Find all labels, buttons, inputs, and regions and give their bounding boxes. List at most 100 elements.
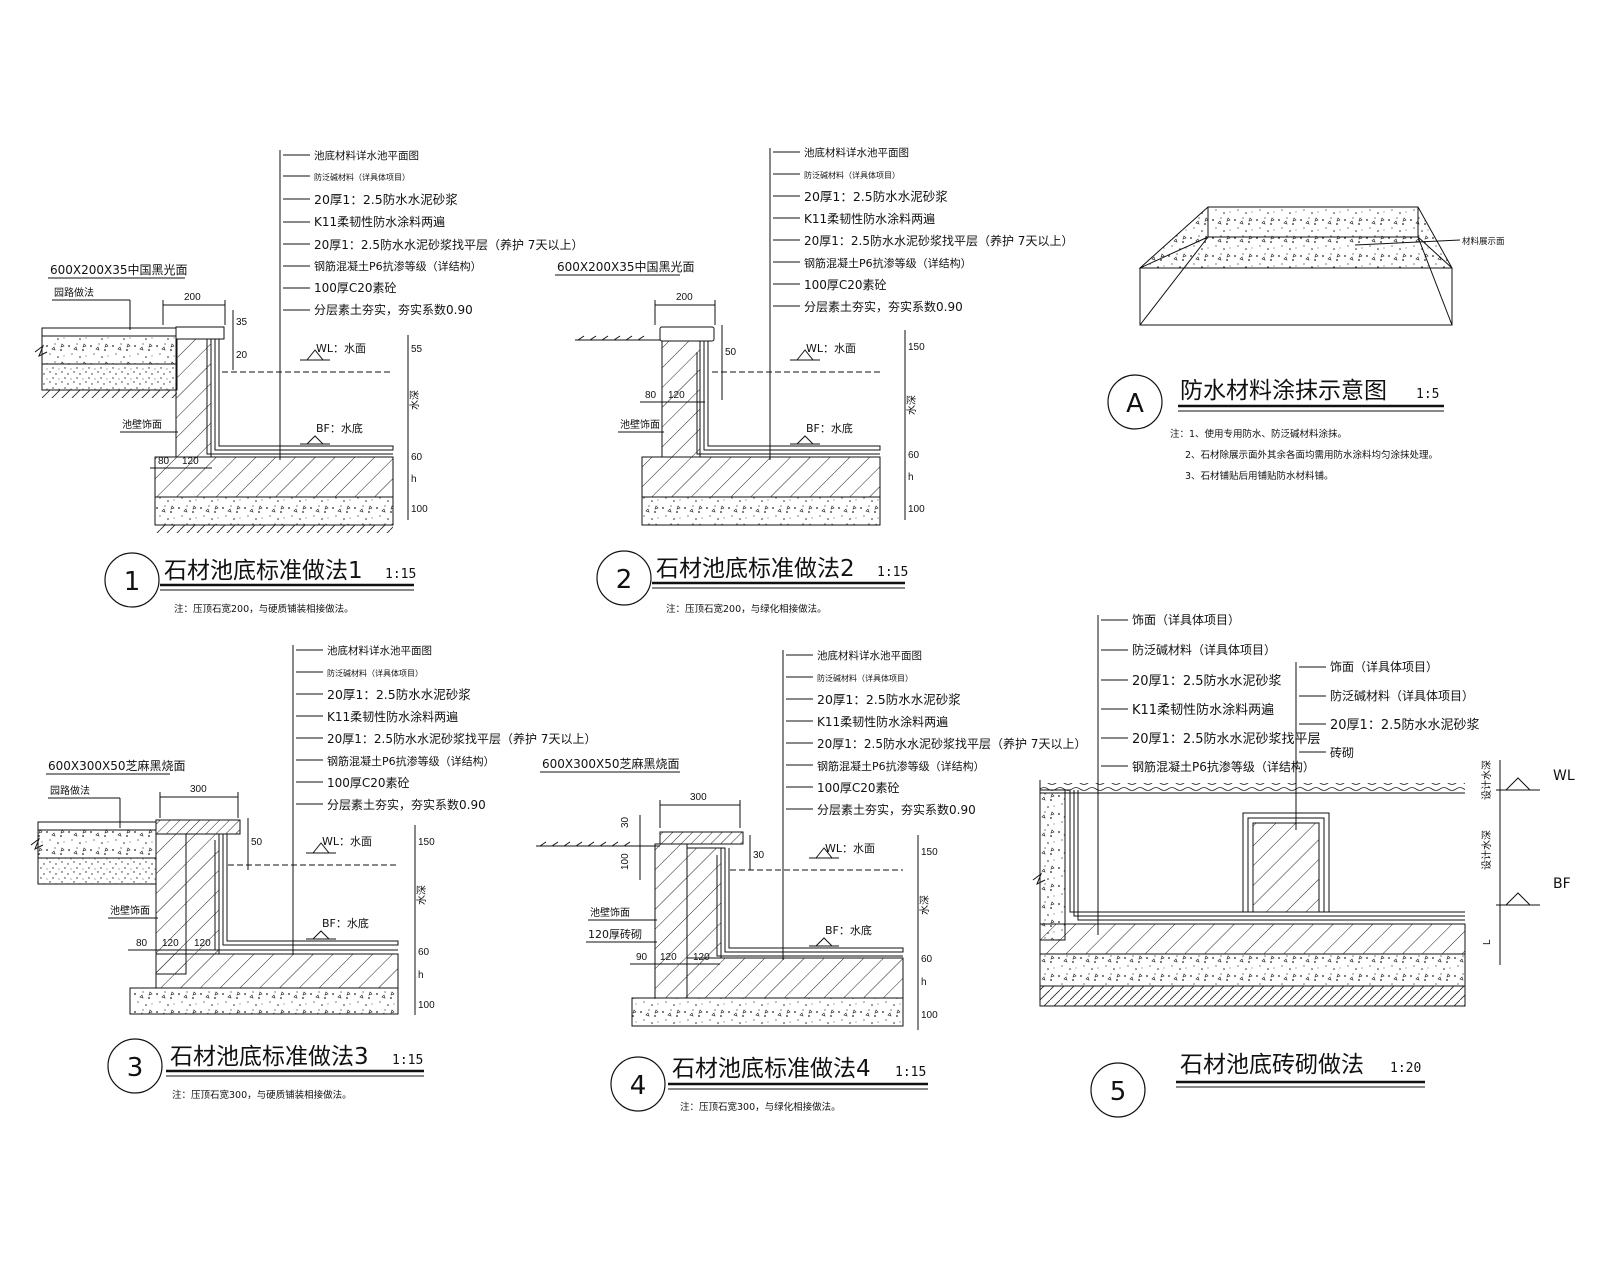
da-title: 防水材料涂抹示意图 (1180, 378, 1387, 404)
d1-wl-label: WL：水面 (316, 342, 366, 355)
d5-title: 石材池底砖砌做法 (1180, 1052, 1364, 1078)
d4-dim-300: 300 (690, 792, 707, 803)
detail-2-callouts: 池底材料详水池平面图 防泛碱材料（详具体项目） 20厚1：2.5防水水泥砂浆 K… (555, 146, 1073, 460)
d4-dim-150: 150 (921, 847, 938, 858)
d4-wl-label: WL：水面 (825, 842, 875, 855)
d2-dim-120: 120 (668, 390, 685, 401)
detail-2-dimensions: 200 50 80 120 150 60 h 100 水深 (640, 292, 925, 520)
d3-dim-300: 300 (190, 784, 207, 795)
d5-right-layer-2: 防泛碱材料（详具体项目） (1330, 688, 1474, 703)
d1-dim-h: h (411, 474, 417, 485)
d1-number: 1 (124, 567, 141, 597)
d1-layer-3: 20厚1：2.5防水水泥砂浆 (314, 192, 458, 207)
d5-scale: 1:20 (1390, 1061, 1421, 1076)
d4-layer-5: 20厚1：2.5防水水泥砂浆找平层（养护 7天以上） (817, 736, 1086, 751)
d1-road-label: 园路做法 (54, 286, 94, 299)
d4-scale: 1:15 (895, 1065, 926, 1080)
d3-dim-120a: 120 (162, 938, 179, 949)
d3-layer-3: 20厚1：2.5防水水泥砂浆 (327, 687, 471, 702)
d2-number: 2 (616, 565, 633, 595)
d5-dim-2: 设计水深 (1480, 830, 1493, 870)
d4-brick-label: 120厚砖砌 (588, 927, 642, 941)
da-note-3: 3、石材铺贴后用铺贴防水材料铺。 (1185, 470, 1334, 482)
d2-number-circle (596, 550, 652, 606)
detail-4-title-block: 4 石材池底标准做法4 1:15 注：压顶石宽300，与绿化相接做法。 (610, 1056, 928, 1113)
d1-dim-120: 120 (182, 456, 199, 467)
d1-dim-80: 80 (158, 456, 170, 467)
d3-water-depth: 水深 (416, 885, 428, 905)
d1-wall-label: 池壁饰面 (122, 418, 162, 431)
d3-layer-4: K11柔韧性防水涂料两遍 (327, 709, 458, 724)
detail-1-callouts: 池底材料详水池平面图 防泛碱材料（详具体项目） 20厚1：2.5防水水泥砂浆 K… (48, 149, 583, 460)
d4-note: 注：压顶石宽300，与绿化相接做法。 (680, 1101, 841, 1113)
detail-1-dimensions: 200 35 20 55 60 h 100 80 120 水深 (150, 292, 428, 520)
d3-note: 注：压顶石宽300，与硬质铺装相接做法。 (172, 1089, 352, 1101)
d1-layer-7: 100厚C20素砼 (314, 281, 397, 295)
d4-layer-3: 20厚1：2.5防水水泥砂浆 (817, 692, 961, 707)
d5-right-layer-3: 20厚1：2.5防水水泥砂浆 (1330, 717, 1480, 733)
da-number-circle (1107, 374, 1163, 430)
d4-layer-1: 池底材料详水池平面图 (817, 649, 922, 662)
d1-note: 注：压顶石宽200，与硬质铺装相接做法。 (174, 603, 354, 615)
da-scale: 1:5 (1416, 387, 1439, 402)
detail-a: 材料展示面 A 防水材料涂抹示意图 1:5 注：1、使用专用防水、防泛碱材料涂抹… (1107, 206, 1505, 482)
d1-number-circle (104, 552, 160, 608)
d5-left-layer-5: 20厚1：2.5防水水泥砂浆找平层 (1132, 731, 1321, 747)
d4-dim-120a: 120 (660, 952, 677, 963)
d2-dim-h: h (908, 472, 914, 483)
d1-dim-60: 60 (411, 452, 423, 463)
detail-2-title-block: 2 石材池底标准做法2 1:15 注：压顶石宽200，与绿化相接做法。 (596, 550, 908, 615)
d2-dim-100: 100 (908, 504, 925, 515)
detail-3-dimensions: 300 50 150 60 h 100 80 120 120 水深 (128, 784, 435, 1015)
d3-scale: 1:15 (392, 1053, 423, 1068)
detail-1-section (34, 326, 394, 533)
d5-left-layer-3: 20厚1：2.5防水水泥砂浆 (1132, 673, 1282, 689)
d3-wall-label: 池壁饰面 (110, 904, 150, 917)
d1-dim-35: 35 (236, 317, 248, 328)
d4-dim-100b: 100 (921, 1010, 938, 1021)
d3-layer-2: 防泛碱材料（详具体项目） (327, 668, 423, 678)
d2-layer-4: K11柔韧性防水涂料两遍 (804, 211, 935, 226)
d3-bf-label: BF：水底 (322, 916, 369, 930)
d4-layer-7: 100厚C20素砼 (817, 781, 900, 795)
d3-dim-60: 60 (418, 947, 430, 958)
d2-layer-7: 100厚C20素砼 (804, 278, 887, 292)
d4-dim-h: h (921, 977, 927, 988)
d2-coping-label: 600X200X35中国黑光面 (557, 259, 695, 274)
d2-layer-5: 20厚1：2.5防水水泥砂浆找平层（养护 7天以上） (804, 233, 1073, 248)
d2-title: 石材池底标准做法2 (656, 556, 855, 582)
d2-bf-label: BF：水底 (806, 421, 853, 435)
d2-wall-label: 池壁饰面 (620, 418, 660, 431)
d4-wall-label: 池壁饰面 (590, 906, 630, 919)
d3-number: 3 (127, 1053, 144, 1083)
d1-layer-5: 20厚1：2.5防水水泥砂浆找平层（养护 7天以上） (314, 237, 583, 252)
d5-right-layer-4: 砖砌 (1330, 745, 1354, 760)
d4-layer-2: 防泛碱材料（详具体项目） (817, 673, 913, 683)
d3-dim-80: 80 (136, 938, 148, 949)
detail-3-callouts: 池底材料详水池平面图 防泛碱材料（详具体项目） 20厚1：2.5防水水泥砂浆 K… (46, 644, 596, 955)
d3-coping-label: 600X300X50芝麻黑烧面 (48, 758, 186, 773)
d4-layer-4: K11柔韧性防水涂料两遍 (817, 714, 948, 729)
detail-a-title-block: A 防水材料涂抹示意图 1:5 注：1、使用专用防水、防泛碱材料涂抹。 2、石材… (1107, 374, 1444, 482)
d1-dim-100: 100 (411, 504, 428, 515)
d2-layer-6: 钢筋混凝土P6抗渗等级（详结构） (804, 256, 972, 270)
detail-3: 300 50 150 60 h 100 80 120 120 水深 池底材料详水… (30, 644, 596, 1101)
d5-number-circle (1090, 1062, 1146, 1118)
d1-dim-55: 55 (411, 344, 423, 355)
d1-water-depth: 水深 (409, 390, 421, 410)
d5-left-layer-1: 饰面（详具体项目） (1132, 612, 1240, 627)
d1-dim-200: 200 (184, 292, 201, 303)
detail-2: 200 50 80 120 150 60 h 100 水深 池底材料详水池平面图… (555, 146, 1073, 615)
d2-dim-200: 200 (676, 292, 693, 303)
d3-number-circle (107, 1038, 163, 1094)
d4-dim-90: 90 (636, 952, 648, 963)
d1-coping-label: 600X200X35中国黑光面 (50, 262, 188, 277)
d2-layer-2: 防泛碱材料（详具体项目） (804, 170, 900, 180)
d5-wl-label: WL (1553, 768, 1575, 784)
d2-dim-50: 50 (725, 347, 737, 358)
d4-coping-label: 600X300X50芝麻黑烧面 (542, 756, 680, 771)
d1-layer-1: 池底材料详水池平面图 (314, 149, 419, 162)
d3-dim-120b: 120 (194, 938, 211, 949)
d5-left-layer-6: 钢筋混凝土P6抗渗等级（详结构） (1132, 759, 1315, 774)
